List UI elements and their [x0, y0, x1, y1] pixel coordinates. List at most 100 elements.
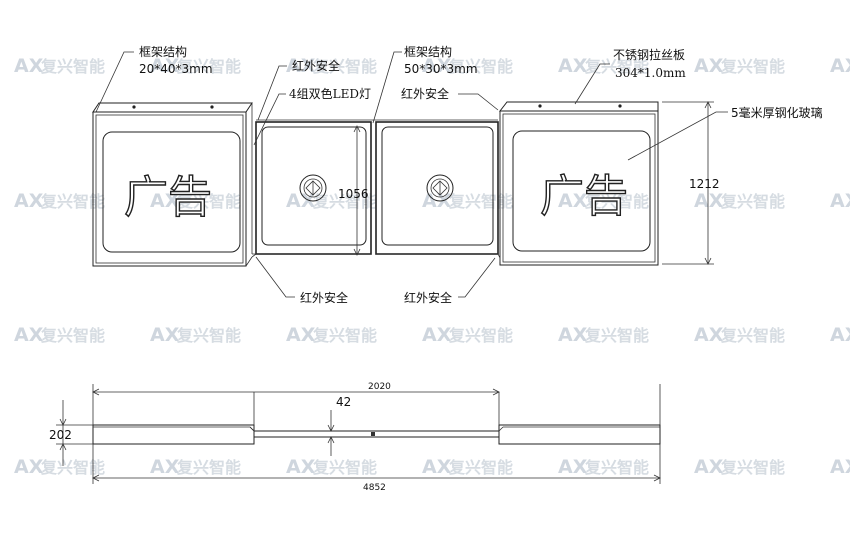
watermark-text: 复兴智能 — [720, 326, 785, 345]
watermark-text: 复兴智能 — [584, 458, 649, 477]
dim-202: 202 — [49, 428, 72, 442]
watermark-text: 复兴智能 — [448, 326, 513, 345]
dim-4852: 4852 — [363, 483, 386, 493]
watermark-text: 复兴智能 — [176, 57, 241, 76]
left-gate-door — [251, 121, 372, 258]
ad-text-left: 广告 — [124, 172, 212, 223]
watermark-mark: AX — [286, 324, 316, 346]
dim-2020: 2020 — [368, 382, 391, 392]
watermark-text: 复兴智能 — [584, 326, 649, 345]
dimension-total-height: 1212 — [662, 101, 720, 265]
watermark-mark: AX — [558, 324, 588, 346]
label-steel-plate: 不锈钢拉丝板 — [613, 47, 685, 62]
label-led: 4组双色LED灯 — [289, 87, 371, 101]
dimension-door-height: 1056 — [338, 125, 369, 256]
label-frame-a-size: 20*40*3mm — [139, 62, 213, 76]
watermark-mark: AX — [422, 55, 452, 77]
callouts: 框架结构 20*40*3mm 红外安全 4组双色LED灯 框架结构 50*30*… — [95, 44, 823, 305]
watermark-mark: AX — [694, 190, 724, 212]
watermark-mark: AX — [150, 190, 180, 212]
watermark-mark: AX — [558, 55, 588, 77]
watermark-mark: AX — [694, 324, 724, 346]
label-frame-b-size: 50*30*3mm — [404, 62, 478, 76]
dim-1056: 1056 — [338, 187, 369, 201]
watermark-mark: AX — [14, 456, 44, 478]
right-cabinet: 广告 — [498, 101, 659, 266]
watermark-mark: AX — [286, 55, 316, 77]
watermark-text: 复兴智能 — [584, 192, 649, 211]
label-ir-safety-bottom-right: 红外安全 — [404, 290, 452, 305]
watermark-text: 复兴智能 — [448, 192, 513, 211]
watermark-text: 复兴智能 — [176, 326, 241, 345]
watermark-text: 复兴智能 — [584, 57, 649, 76]
watermark-text: 复兴智能 — [448, 458, 513, 477]
label-ir-safety-top: 红外安全 — [292, 58, 340, 73]
label-steel-spec: 304*1.0mm — [615, 66, 686, 80]
watermark-mark: AX — [558, 190, 588, 212]
watermark-mark: AX — [150, 55, 180, 77]
watermark-mark: AX — [694, 55, 724, 77]
dimension-gate-span: 2020 — [92, 382, 661, 425]
watermark-mark: AX — [830, 55, 850, 77]
label-frame-b: 框架结构 — [404, 44, 452, 59]
watermark-text: 复兴智能 — [40, 192, 105, 211]
watermark-mark: AX — [558, 456, 588, 478]
front-elevation: 广告 广告 — [92, 44, 823, 305]
watermark-text: 复兴智能 — [40, 57, 105, 76]
watermark-mark: AX — [830, 190, 850, 212]
left-cabinet: 广告 — [92, 102, 253, 267]
label-ir-safety-bottom-left: 红外安全 — [300, 290, 348, 305]
watermark-mark: AX — [14, 55, 44, 77]
watermark-text: 复兴智能 — [312, 458, 377, 477]
plan-view: 2020 42 202 4852 — [49, 382, 661, 493]
watermark-mark: AX — [422, 324, 452, 346]
watermark-text: 复兴智能 — [720, 458, 785, 477]
dimension-gate-thickness: 42 — [327, 395, 351, 456]
watermark-text: 复兴智能 — [720, 192, 785, 211]
label-frame-a: 框架结构 — [139, 44, 187, 59]
watermark-mark: AX — [150, 324, 180, 346]
watermark-mark: AX — [14, 324, 44, 346]
dim-1212: 1212 — [689, 177, 720, 191]
ad-text-right: 广告 — [540, 171, 628, 222]
watermark-text: 复兴智能 — [312, 326, 377, 345]
watermark-mark: AX — [286, 456, 316, 478]
dimension-total-length: 4852 — [92, 444, 661, 493]
label-glass: 5毫米厚钢化玻璃 — [731, 105, 823, 120]
watermark-mark: AX — [694, 456, 724, 478]
watermark-text: 复兴智能 — [312, 57, 377, 76]
watermark-mark: AX — [14, 190, 44, 212]
watermark-mark: AX — [830, 456, 850, 478]
watermark-layer: AX复兴智能AX复兴智能AX复兴智能AX复兴智能AX复兴智能AX复兴智能AX复兴… — [14, 55, 850, 478]
watermark-mark: AX — [830, 324, 850, 346]
dimension-cabinet-depth: 202 — [49, 400, 93, 466]
label-ir-safety-mid: 红外安全 — [401, 86, 449, 101]
